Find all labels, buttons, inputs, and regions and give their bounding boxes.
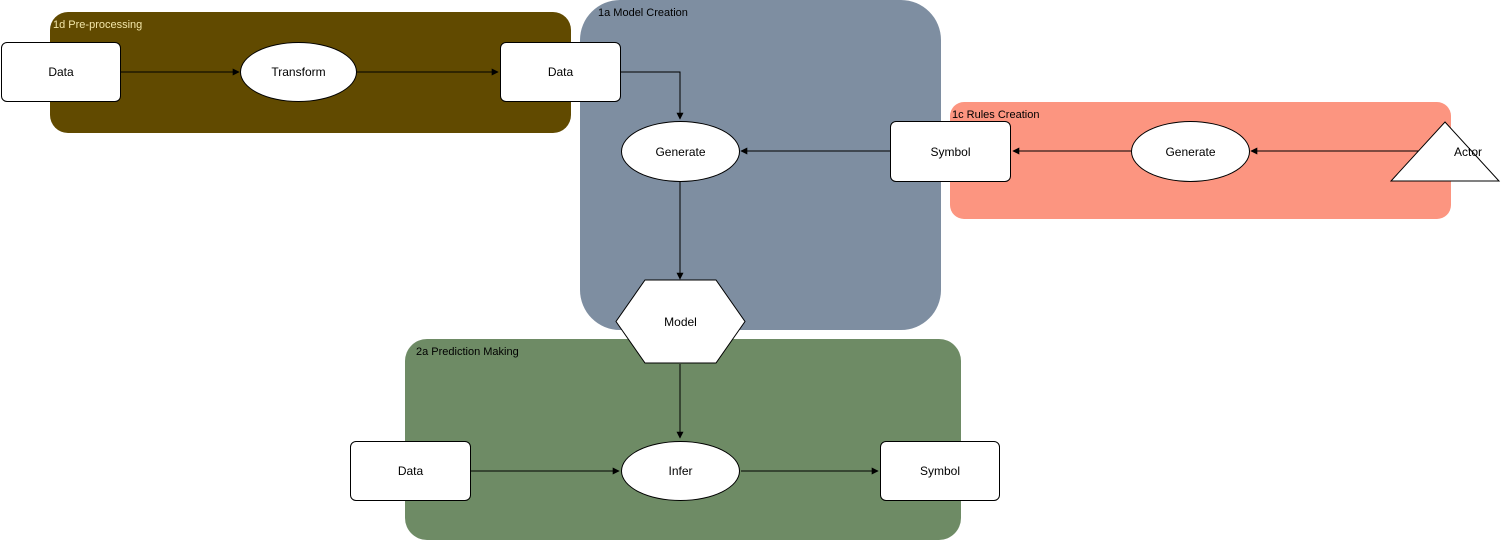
node-model[interactable]: Model <box>615 279 746 364</box>
node-data-processed-label: Data <box>547 65 574 79</box>
node-generate-model[interactable]: Generate <box>621 121 740 182</box>
node-transform[interactable]: Transform <box>240 42 357 102</box>
node-actor-label: Actor <box>1453 144 1482 159</box>
triangle-shape <box>1389 121 1501 182</box>
node-data-predict[interactable]: Data <box>350 441 471 501</box>
edge-data-to-generate <box>621 71 684 120</box>
node-generate-rules-label: Generate <box>1165 144 1216 159</box>
node-transform-label: Transform <box>271 65 326 79</box>
group-rules-creation-label: 1c Rules Creation <box>952 109 1040 121</box>
node-actor[interactable]: Actor <box>1389 121 1501 182</box>
node-symbol-rules-label: Symbol <box>930 144 971 159</box>
node-data-processed[interactable]: Data <box>500 42 621 102</box>
node-symbol-output[interactable]: Symbol <box>880 441 1000 501</box>
node-infer[interactable]: Infer <box>621 441 740 501</box>
node-symbol-rules[interactable]: Symbol <box>890 121 1011 182</box>
node-generate-rules[interactable]: Generate <box>1131 121 1250 182</box>
node-symbol-output-label: Symbol <box>919 464 960 478</box>
node-generate-model-label: Generate <box>655 144 706 159</box>
node-data-predict-label: Data <box>397 464 424 478</box>
group-model-creation-label: 1a Model Creation <box>598 7 688 19</box>
node-data-raw[interactable]: Data <box>1 42 121 102</box>
node-data-raw-label: Data <box>48 65 74 79</box>
hexagon-shape <box>615 279 746 364</box>
node-model-label: Model <box>664 314 697 329</box>
group-prediction-making-label: 2a Prediction Making <box>416 346 519 358</box>
group-prediction-making: 2a Prediction Making <box>405 339 961 540</box>
node-infer-label: Infer <box>668 464 693 478</box>
group-pre-processing-label: 1d Pre-processing <box>53 19 143 31</box>
